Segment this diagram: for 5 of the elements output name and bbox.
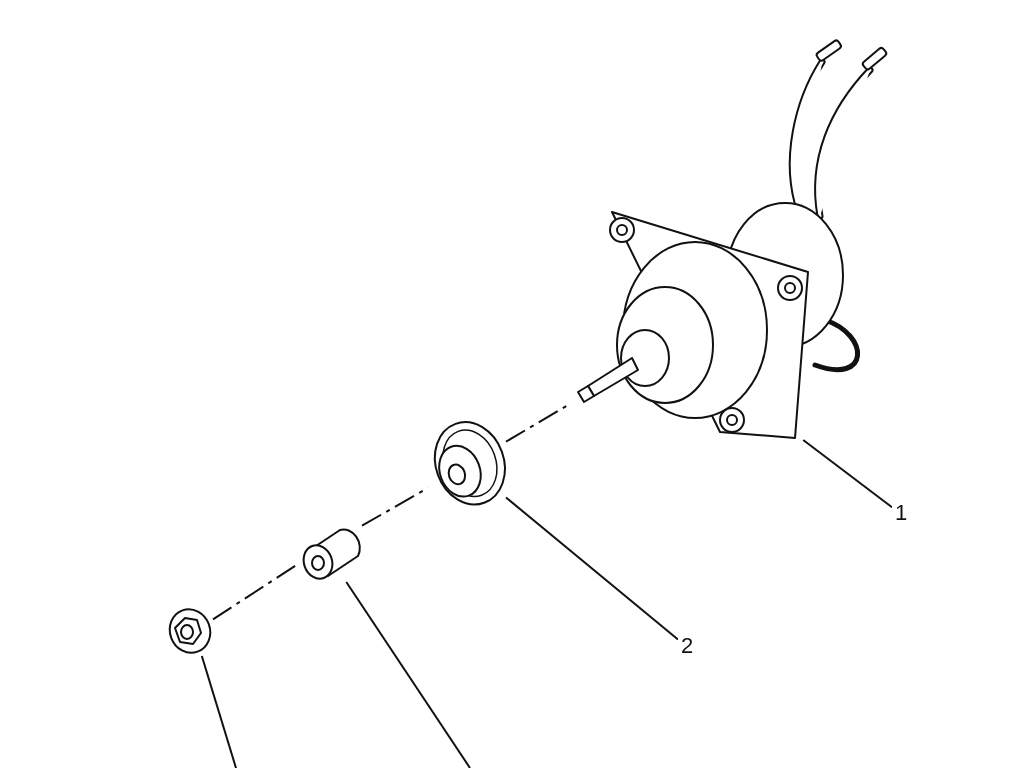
leader-line bbox=[345, 581, 471, 768]
leader-line bbox=[200, 655, 237, 768]
leader-line bbox=[802, 439, 893, 509]
center-line bbox=[212, 563, 299, 621]
leader-line bbox=[505, 496, 679, 641]
